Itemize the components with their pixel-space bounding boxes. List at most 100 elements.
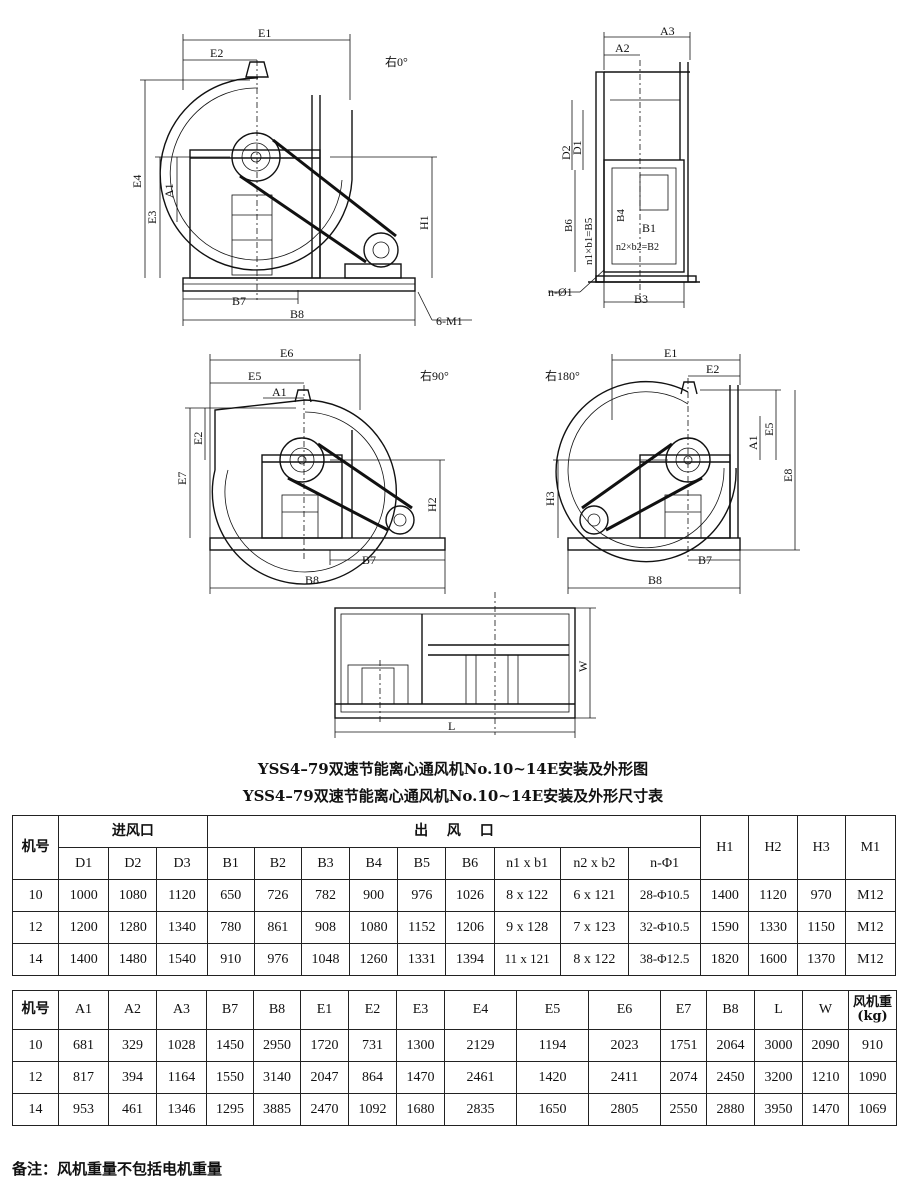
table-cell: 1600 bbox=[748, 943, 798, 976]
table-cell: 38-Φ12.5 bbox=[627, 943, 702, 976]
table-cell: 1260 bbox=[349, 943, 399, 976]
col-header-E2: E2 bbox=[348, 990, 397, 1030]
col-header-E3: E3 bbox=[396, 990, 445, 1030]
svg-text:B3: B3 bbox=[634, 292, 648, 306]
col-header-E7: E7 bbox=[660, 990, 707, 1030]
table-cell: 8 x 122 bbox=[493, 879, 561, 912]
table-cell: 1280 bbox=[108, 911, 158, 944]
svg-text:B7: B7 bbox=[362, 553, 376, 567]
table-cell: 1090 bbox=[848, 1061, 897, 1094]
table-cell: 7 x 123 bbox=[559, 911, 630, 944]
svg-text:B8: B8 bbox=[305, 573, 319, 587]
table-cell: M12 bbox=[844, 879, 897, 912]
table-cell: 461 bbox=[108, 1093, 157, 1126]
table-cell: 2090 bbox=[802, 1029, 849, 1062]
svg-text:B6: B6 bbox=[563, 219, 575, 232]
svg-text:B4: B4 bbox=[615, 209, 627, 222]
svg-text:E5: E5 bbox=[762, 423, 776, 436]
inlet-header: 进风口 bbox=[58, 815, 208, 848]
table-title: YSS4–79双速节能离心通风机No.10~14E安装及外形尺寸表 bbox=[242, 787, 664, 805]
svg-text:H1: H1 bbox=[417, 215, 431, 230]
table-cell: 8 x 122 bbox=[559, 943, 630, 976]
svg-text:L: L bbox=[448, 719, 455, 733]
table-cell: 2047 bbox=[300, 1061, 349, 1094]
svg-text:B8: B8 bbox=[290, 307, 304, 321]
table-cell: 1650 bbox=[516, 1093, 589, 1126]
table-cell: 1026 bbox=[445, 879, 495, 912]
svg-text:右180°: 右180° bbox=[545, 368, 580, 383]
table-cell: 2129 bbox=[444, 1029, 517, 1062]
table-cell: 2550 bbox=[660, 1093, 707, 1126]
table-cell: 681 bbox=[58, 1029, 109, 1062]
table-cell: 1820 bbox=[700, 943, 750, 976]
svg-text:E2: E2 bbox=[706, 362, 719, 376]
table-cell: 2074 bbox=[660, 1061, 707, 1094]
drawing-title: YSS4–79双速节能离心通风机No.10~14E安装及外形图 bbox=[257, 760, 649, 778]
table-cell: 1092 bbox=[348, 1093, 397, 1126]
table-cell: 394 bbox=[108, 1061, 157, 1094]
col-header-H1: H1 bbox=[700, 815, 750, 880]
svg-text:B7: B7 bbox=[232, 294, 246, 308]
table-cell: 3200 bbox=[754, 1061, 803, 1094]
table-cell: 1450 bbox=[206, 1029, 254, 1062]
svg-text:A1: A1 bbox=[162, 183, 176, 198]
col-header-weight: 风机重 (kg) bbox=[848, 990, 897, 1030]
weight-label: 风机重 bbox=[852, 994, 892, 1010]
svg-text:E1: E1 bbox=[258, 26, 271, 40]
table-cell: 1330 bbox=[748, 911, 798, 944]
col-header-A3: A3 bbox=[156, 990, 207, 1030]
outlet-header: 出 风 口 bbox=[206, 815, 702, 848]
svg-text:D2: D2 bbox=[559, 145, 573, 160]
table-cell: 1000 bbox=[58, 879, 110, 912]
table-cell: 329 bbox=[108, 1029, 157, 1062]
col-header-B6: B6 bbox=[445, 847, 495, 880]
table-cell: 6 x 121 bbox=[559, 879, 630, 912]
table-cell: 1680 bbox=[396, 1093, 445, 1126]
table-cell: 9 x 128 bbox=[493, 911, 561, 944]
table-cell: 2450 bbox=[706, 1061, 755, 1094]
table-cell: 3885 bbox=[253, 1093, 301, 1126]
table-cell: 3140 bbox=[253, 1061, 301, 1094]
table-cell: 1550 bbox=[206, 1061, 254, 1094]
col-header-W: W bbox=[802, 990, 849, 1030]
view-right-90: E6 E5 A1 右90° E2 E7 H2 B7 B8 bbox=[175, 346, 449, 594]
table-cell: 970 bbox=[796, 879, 846, 912]
table-cell: 1346 bbox=[156, 1093, 207, 1126]
svg-text:E4: E4 bbox=[130, 175, 144, 188]
table-cell: 780 bbox=[206, 911, 255, 944]
table-cell: 2411 bbox=[588, 1061, 661, 1094]
col-header-D1: D1 bbox=[58, 847, 110, 880]
table-cell: 900 bbox=[349, 879, 399, 912]
table-cell: 1470 bbox=[396, 1061, 445, 1094]
installation-drawings: E1 E2 右0° E4 E3 A1 H1 B7 B8 6-M1 bbox=[130, 24, 800, 738]
col-header-E5: E5 bbox=[516, 990, 589, 1030]
svg-text:右0°: 右0° bbox=[385, 54, 408, 69]
view-right-0: E1 E2 右0° E4 E3 A1 H1 B7 B8 6-M1 bbox=[130, 26, 472, 328]
col-header-B3: B3 bbox=[300, 847, 351, 880]
table-cell: 976 bbox=[253, 943, 302, 976]
table-cell: 1164 bbox=[156, 1061, 207, 1094]
svg-text:W: W bbox=[576, 660, 590, 672]
svg-text:B7: B7 bbox=[698, 553, 712, 567]
col-header-D3: D3 bbox=[156, 847, 208, 880]
table-cell: 908 bbox=[300, 911, 351, 944]
col-header-B8: B8 bbox=[253, 990, 301, 1030]
table-cell: 2470 bbox=[300, 1093, 349, 1126]
table-cell: 1394 bbox=[445, 943, 495, 976]
table-cell: 1300 bbox=[396, 1029, 445, 1062]
table-cell: 910 bbox=[848, 1029, 897, 1062]
svg-text:n-Ø1: n-Ø1 bbox=[548, 285, 573, 299]
dimension-table-2: 机号 A1 A2 A3 B7 B8 E1 E2 E3 E4 E5 E6 E7 B… bbox=[12, 990, 897, 1126]
col-header-E4: E4 bbox=[444, 990, 517, 1030]
table-cell: 10 bbox=[12, 1029, 59, 1062]
svg-text:n2×b2=B2: n2×b2=B2 bbox=[616, 242, 659, 253]
table-cell: 3950 bbox=[754, 1093, 803, 1126]
table-cell: 731 bbox=[348, 1029, 397, 1062]
table-cell: 1194 bbox=[516, 1029, 589, 1062]
svg-text:D1: D1 bbox=[570, 140, 584, 155]
table-cell: 1048 bbox=[300, 943, 351, 976]
